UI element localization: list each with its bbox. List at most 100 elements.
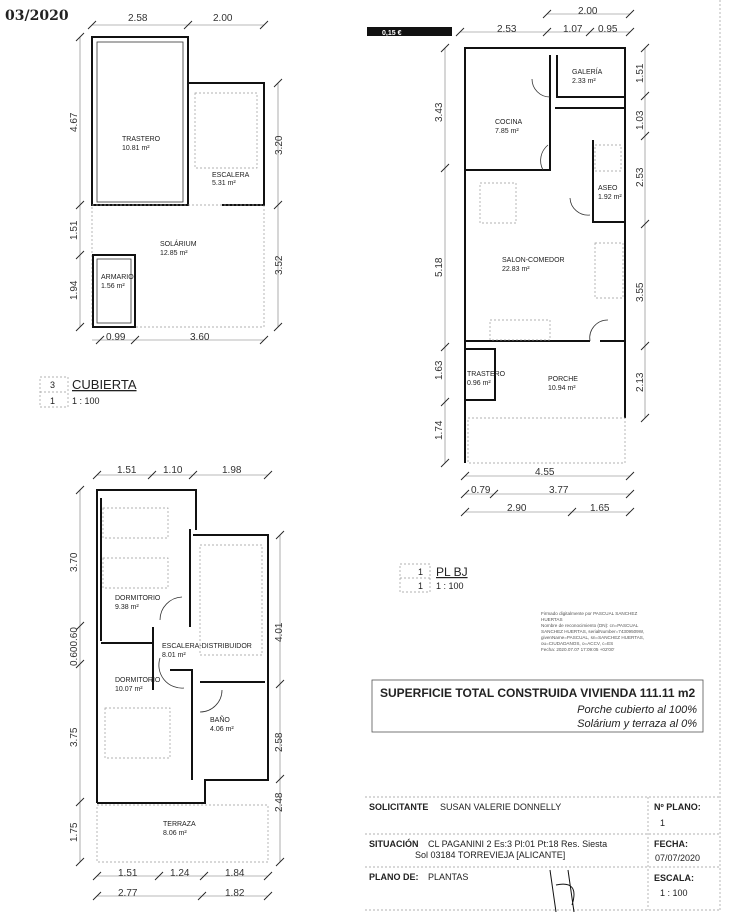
plan-pa: 1.51 1.10 1.98 3.70 0.600.60 3.75 1.75 4… (69, 465, 285, 901)
room-area: 12.85 m² (160, 250, 188, 257)
plan-title: PL BJ (436, 565, 468, 579)
dim: 1.51 (635, 63, 646, 83)
room-area: 9.38 m² (115, 604, 139, 611)
dim: 1.84 (225, 868, 245, 879)
room-name: ASEO (598, 185, 618, 192)
dim: 4.67 (69, 112, 80, 132)
dim: 0.95 (598, 24, 618, 35)
dim: 1.51 (117, 465, 137, 476)
dim: 1.82 (225, 888, 245, 899)
escala-label: ESCALA: (654, 873, 694, 883)
plan-scale: 1 : 100 (72, 396, 100, 406)
room-area: 22.83 m² (502, 266, 530, 273)
room-area: 7.85 m² (495, 128, 519, 135)
room-name: ESCALERA (212, 172, 250, 179)
dim: 0.99 (106, 332, 126, 343)
signature-line: ou=CIUDADANOS, o=ACCV, c=ES (541, 641, 613, 646)
signature-line: Fecha: 2020.07.07 17:09:05 +02'00' (541, 647, 615, 652)
digital-signature: Firmado digitalmente por PASCUAL SANCHEZ… (541, 611, 644, 652)
summary-box: SUPERFICIE TOTAL CONSTRUIDA VIVIENDA 111… (371, 679, 704, 733)
plan-bj: 2.00 2.53 1.07 0.95 3.43 5.18 1.63 1.74 … (399, 6, 650, 593)
summary-line: Porche cubierto al 100% (577, 704, 697, 716)
room-name: DORMITORIO (115, 595, 161, 602)
room-area: 5.31 m² (212, 180, 236, 187)
dim: 2.53 (497, 24, 517, 35)
price-tag: 0,15 € (382, 30, 402, 37)
room-name: ESCALERA-DISTRIBUIDOR (162, 643, 252, 650)
dim: 1.07 (563, 24, 583, 35)
dim: 1.98 (222, 465, 242, 476)
plan-sheet: 1 (50, 396, 55, 406)
n-plano-label: Nº PLANO: (654, 802, 701, 812)
dim: 1.74 (434, 420, 445, 440)
dim: 4.55 (535, 467, 555, 478)
room-name: TERRAZA (163, 821, 196, 828)
dim: 1.65 (590, 503, 610, 514)
dim: 1.51 (69, 220, 80, 240)
room-area: 2.33 m² (572, 78, 596, 85)
dim: 1.63 (434, 360, 445, 380)
dim: 0.79 (471, 485, 491, 496)
signature-line: givenName=PASCUAL, sn=SANCHEZ HUERTAS, (541, 635, 644, 640)
plan-sheet: 1 (418, 581, 423, 591)
solicitante-label: SOLICITANTE (369, 802, 428, 812)
room-name: TRASTERO (122, 136, 161, 143)
plan-cubierta: 2.58 2.00 4.67 1.51 1.94 3.20 3.52 0.99 … (39, 13, 285, 408)
dim: 5.18 (434, 257, 445, 277)
plano-de-label: PLANO DE: (369, 872, 419, 882)
room-area: 10.94 m² (548, 385, 576, 392)
dim: 2.58 (128, 13, 148, 24)
dim: 1.94 (69, 280, 80, 300)
dim: 2.77 (118, 888, 138, 899)
dim: 3.70 (69, 552, 80, 572)
signature-line: HUERTAS (541, 617, 563, 622)
room-name: DORMITORIO (115, 677, 161, 684)
room-name: COCINA (495, 119, 523, 126)
room-name: PORCHE (548, 376, 578, 383)
room-name: TRASTERO (467, 371, 506, 378)
dim: 1.24 (170, 868, 190, 879)
dim: 3.77 (549, 485, 569, 496)
title-block: SOLICITANTE SUSAN VALERIE DONNELLY SITUA… (365, 796, 720, 912)
plan-title: CUBIERTA (72, 377, 137, 392)
summary-line: Solárium y terraza al 0% (577, 718, 697, 730)
room-area: 10.07 m² (115, 686, 143, 693)
situacion-label: SITUACIÓN (369, 838, 419, 849)
signature-line: Firmado digitalmente por PASCUAL SANCHEZ (541, 611, 637, 616)
dim: 2.53 (635, 167, 646, 187)
room-name: BAÑO (210, 715, 230, 724)
room-name: SOLÁRIUM (160, 239, 197, 248)
room-area: 1.92 m² (598, 194, 622, 201)
room-area: 8.01 m² (162, 652, 186, 659)
situacion-line-2: Sol 03184 TORREVIEJA [ALICANTE] (415, 850, 565, 860)
dim: 3.43 (434, 102, 445, 122)
room-name: ARMARIO (101, 274, 134, 281)
dim: 2.13 (635, 372, 646, 392)
situacion-line-1: CL PAGANINI 2 Es:3 Pl:01 Pt:18 Res. Sies… (428, 839, 607, 849)
dim: 1.51 (118, 868, 138, 879)
dim: 1.75 (69, 822, 80, 842)
dim: 3.60 (190, 332, 210, 343)
dim: 3.20 (274, 135, 285, 155)
solicitante: SUSAN VALERIE DONNELLY (440, 802, 561, 812)
n-plano: 1 (660, 818, 665, 828)
date-stamp: 03/2020 (5, 8, 69, 24)
dim: 1.10 (163, 465, 183, 476)
price-tag-bg (367, 27, 452, 36)
dim: 2.48 (274, 792, 285, 812)
dim: 3.55 (635, 282, 646, 302)
signature-scribble (549, 869, 575, 912)
room-name: SALON-COMEDOR (502, 257, 565, 264)
dim: 2.00 (578, 6, 598, 17)
room-area: 8.06 m² (163, 830, 187, 837)
fecha: 07/07/2020 (655, 853, 700, 863)
plano-de: PLANTAS (428, 872, 468, 882)
plan-number: 1 (418, 567, 423, 577)
dim: 4.01 (274, 622, 285, 642)
dim: 3.75 (69, 727, 80, 747)
fecha-label: FECHA: (654, 839, 688, 849)
dim: 2.58 (274, 732, 285, 752)
room-area: 4.06 m² (210, 726, 234, 733)
